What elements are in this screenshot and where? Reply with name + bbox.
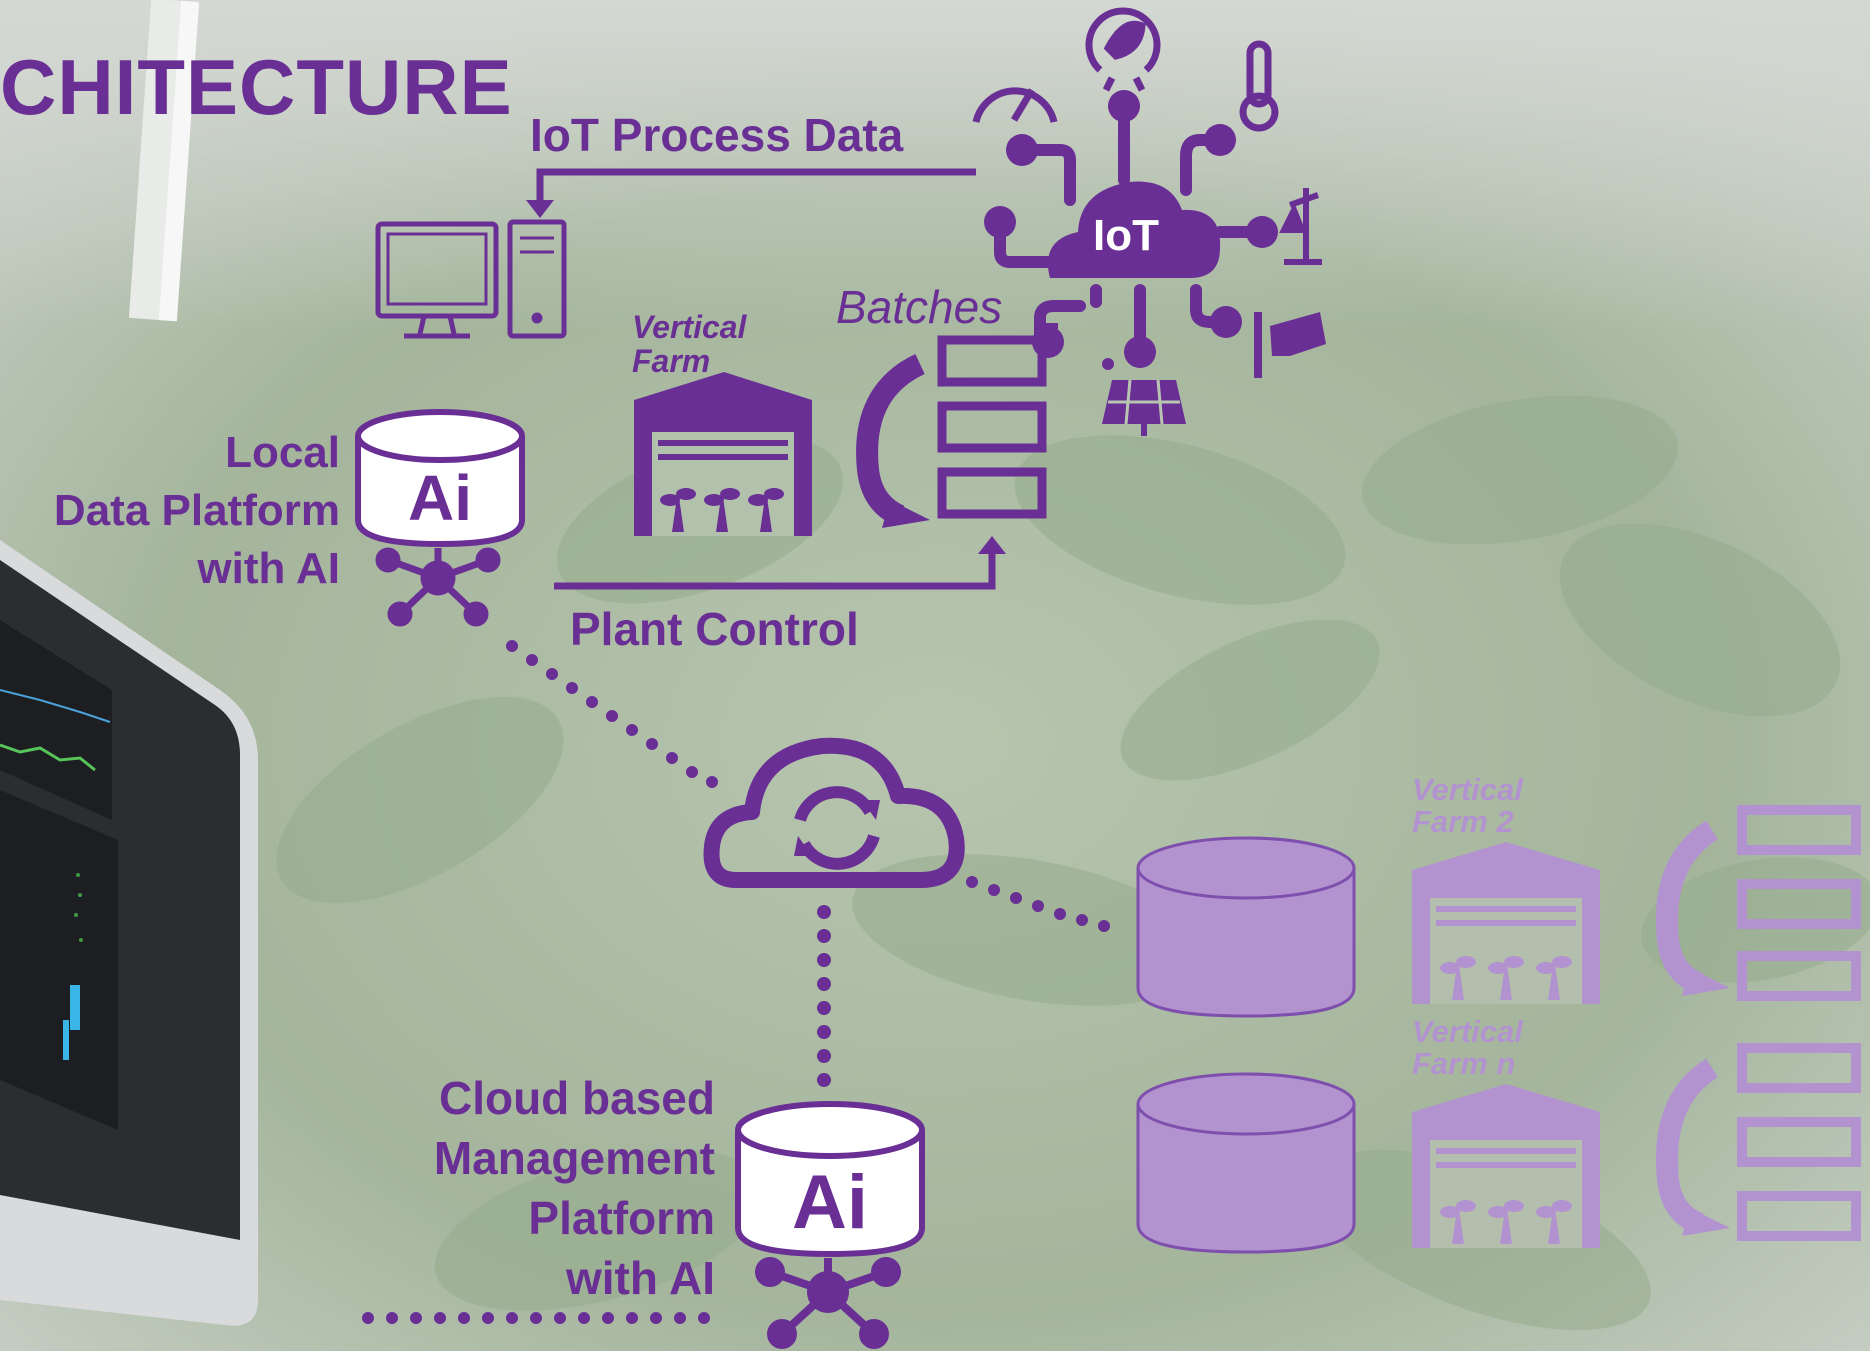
vertical-farm-icon — [1412, 842, 1600, 1004]
ai-badge-cloud: Ai — [792, 1160, 868, 1245]
batch-stack-icon — [1656, 805, 1861, 1001]
iot-hub-label: IoT — [1093, 211, 1159, 260]
vertical-farm-icon — [1412, 1084, 1600, 1248]
gauge-icon — [972, 87, 1058, 123]
batches-label: Batches — [836, 281, 1003, 333]
security-camera-icon — [1254, 312, 1326, 378]
iot-cloud-icon — [1047, 181, 1221, 278]
iot-process-data-label: IoT Process Data — [530, 109, 904, 161]
local-ai-database-icon: Ai — [355, 409, 525, 548]
plant-control-label: Plant Control — [570, 603, 859, 655]
dotted-links — [362, 640, 1110, 1324]
scale-icon — [1279, 188, 1322, 265]
desktop-computer-icon — [375, 219, 567, 339]
dashboard-screen — [0, 620, 118, 1130]
solar-panel-icon — [1102, 358, 1186, 436]
plant-control-arrow — [554, 536, 1006, 590]
database-icon — [1136, 836, 1356, 1018]
vertical-farm-n-label: Vertical Farm n — [1412, 1014, 1523, 1081]
network-node-icon — [755, 1257, 901, 1349]
batch-stack-icon — [1656, 1043, 1861, 1241]
vertical-farm-label: Vertical Farm — [632, 309, 747, 379]
ai-badge-local: Ai — [408, 462, 472, 534]
vertical-farm-icon — [634, 372, 812, 536]
leaf-texture — [276, 395, 1870, 1331]
monitor — [0, 540, 258, 1326]
database-icon — [1136, 1072, 1356, 1254]
network-node-icon — [375, 547, 501, 627]
batch-stack-icon — [856, 323, 1058, 528]
cloud-platform-label: Cloud based Management Platform with AI — [433, 1072, 715, 1304]
page-title: CHITECTURE — [0, 43, 513, 131]
iot-process-data-arrow — [526, 168, 976, 218]
cloud-ai-database-icon: Ai — [735, 1101, 925, 1258]
power-leaf-icon — [1085, 7, 1161, 92]
vertical-farm-2-label: Vertical Farm 2 — [1412, 772, 1523, 839]
local-platform-label: Local Data Platform with AI — [53, 428, 340, 593]
cloud-sync-icon — [703, 737, 965, 888]
thermometer-icon — [1239, 40, 1279, 132]
